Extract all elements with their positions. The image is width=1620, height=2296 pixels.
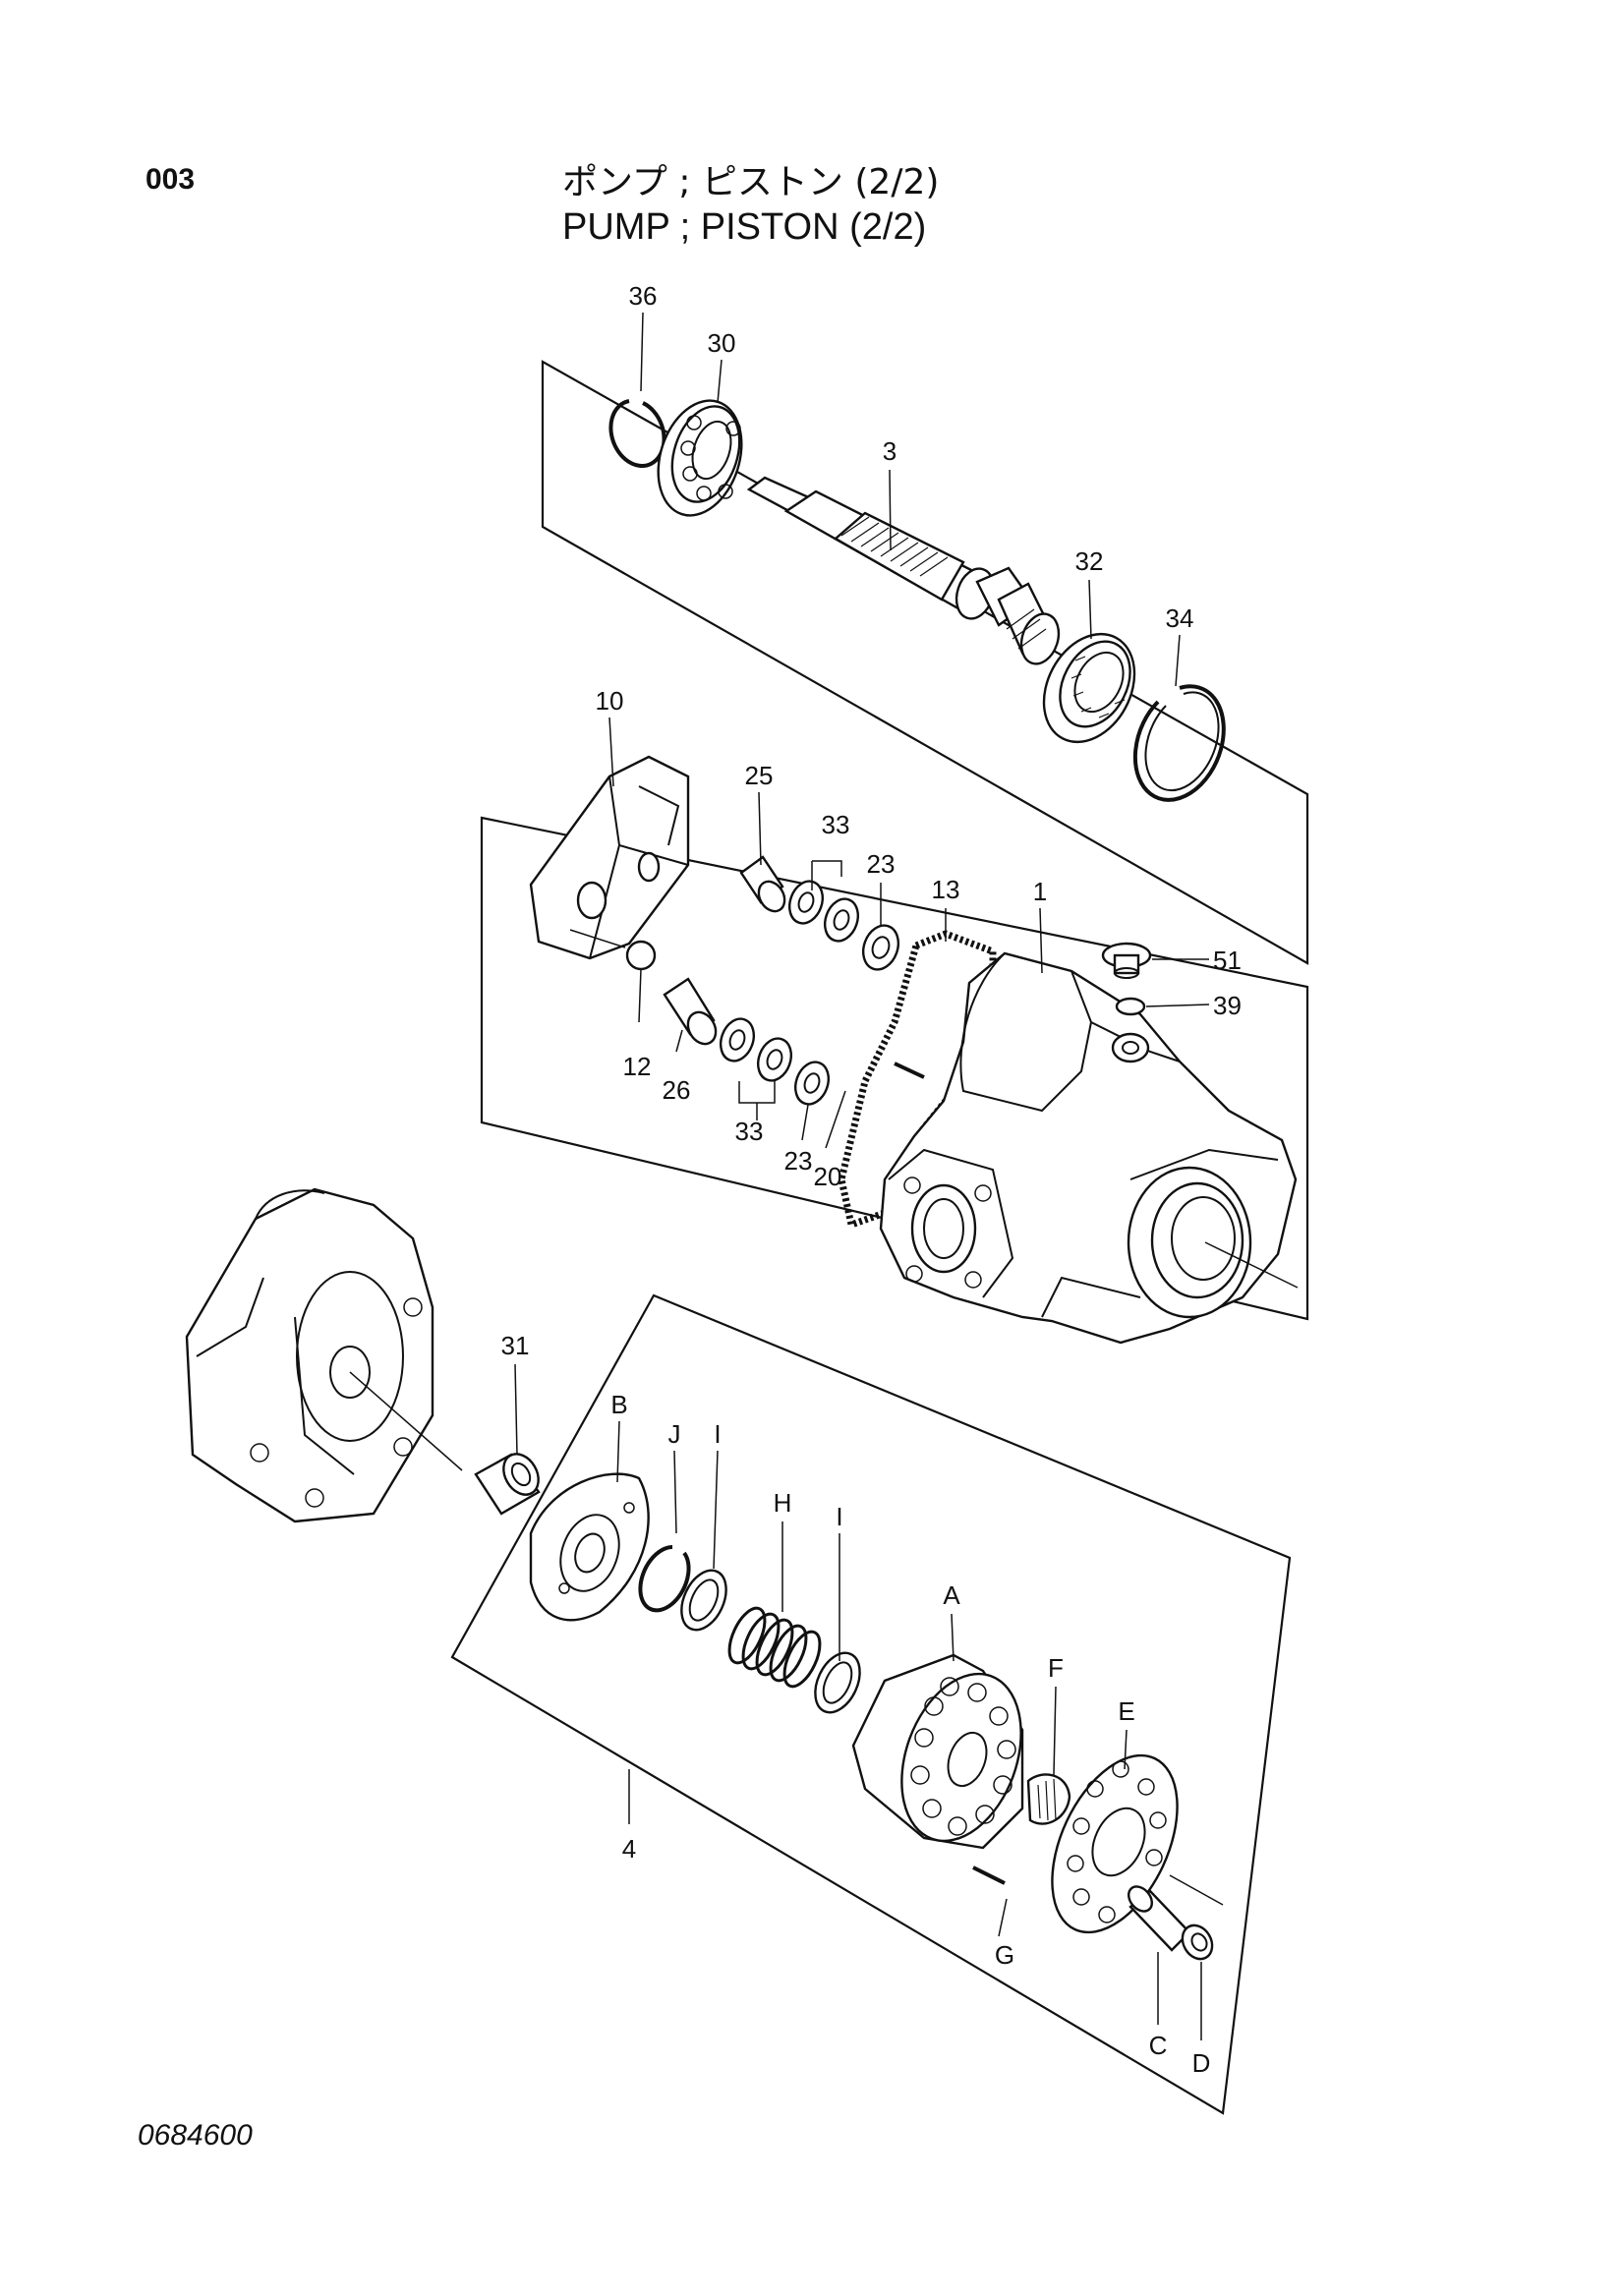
ring-J: [638, 1545, 691, 1613]
needle-bearing-31: [474, 1453, 541, 1516]
pin-G: [972, 1866, 1006, 1885]
washers-33-upper: [787, 880, 860, 943]
callout-34: 34: [1166, 603, 1194, 633]
pump-housing-1: [879, 951, 1298, 1345]
rear-housing: [185, 1187, 434, 1523]
callout-25: 25: [745, 761, 774, 790]
washer-I-1: [680, 1569, 727, 1632]
ball-bearing-30: [657, 399, 743, 517]
callout-23-lower: 23: [784, 1146, 813, 1176]
cylinder-block-A: [851, 1653, 1024, 1850]
callout-C: C: [1149, 2031, 1168, 2060]
callout-H: H: [774, 1488, 792, 1518]
callout-23-upper: 23: [867, 849, 896, 879]
callout-B: B: [610, 1390, 627, 1419]
spherical-bushing-F: [1026, 1773, 1071, 1825]
callout-39: 39: [1213, 991, 1242, 1020]
washer-23-upper: [861, 924, 900, 971]
callout-G: G: [995, 1940, 1014, 1970]
shoe-D: [1181, 1923, 1214, 1961]
cover-plate-10: [529, 755, 690, 960]
title-japanese: ポンプ ; ピストン (2/2): [562, 162, 940, 202]
plug-51: [1101, 942, 1152, 979]
callout-32: 32: [1075, 546, 1104, 576]
callout-I-1: I: [714, 1419, 721, 1449]
leader-lines: [349, 312, 1299, 2040]
callout-12: 12: [623, 1052, 652, 1081]
callout-labels: 36 30 3 32 34 10 25 33 23 13 1 51 39 12 …: [501, 281, 1242, 2078]
washer-23-lower: [793, 1061, 831, 1106]
callout-10: 10: [596, 686, 624, 716]
housing-group-frame: [480, 816, 1309, 1321]
gasket-13: [838, 930, 997, 1230]
page-code: 003: [145, 163, 196, 196]
title-english: PUMP ; PISTON (2/2): [562, 206, 927, 248]
callout-A: A: [943, 1580, 960, 1610]
spring-H: [727, 1606, 822, 1689]
valve-plate-B: [529, 1472, 650, 1622]
washers-33-lower: [719, 1017, 793, 1082]
pin-20: [894, 1062, 925, 1079]
piston-C: [1127, 1885, 1191, 1952]
callout-D: D: [1192, 2048, 1211, 2078]
callout-30: 30: [708, 328, 736, 358]
drawing-number: 0684600: [138, 2119, 253, 2152]
callout-13: 13: [932, 875, 960, 904]
drive-shaft-3: [746, 476, 1061, 665]
retainer-plate-E: [1051, 1753, 1179, 1934]
callout-20: 20: [814, 1162, 842, 1191]
callout-E: E: [1118, 1696, 1134, 1726]
callout-I-2: I: [836, 1502, 842, 1531]
callout-4: 4: [622, 1834, 636, 1864]
callout-51: 51: [1213, 946, 1242, 975]
callout-31: 31: [501, 1331, 530, 1360]
pin-25: [739, 855, 786, 913]
ball-12: [625, 940, 657, 971]
callout-1: 1: [1033, 877, 1047, 906]
rotary-group-frame: [450, 1293, 1292, 2115]
washer-I-2: [814, 1651, 861, 1714]
o-ring-39: [1115, 997, 1146, 1016]
callout-33-lower: 33: [735, 1117, 764, 1146]
callout-F: F: [1048, 1653, 1064, 1683]
snap-ring-36: [608, 399, 666, 468]
callout-33-upper: 33: [822, 810, 850, 839]
callout-3: 3: [883, 436, 897, 466]
roller-bearing-32: [1042, 632, 1136, 744]
callout-26: 26: [663, 1075, 691, 1105]
pin-26: [663, 977, 718, 1046]
callout-36: 36: [629, 281, 658, 311]
callout-J: J: [668, 1419, 681, 1449]
snap-ring-34: [1132, 684, 1226, 802]
